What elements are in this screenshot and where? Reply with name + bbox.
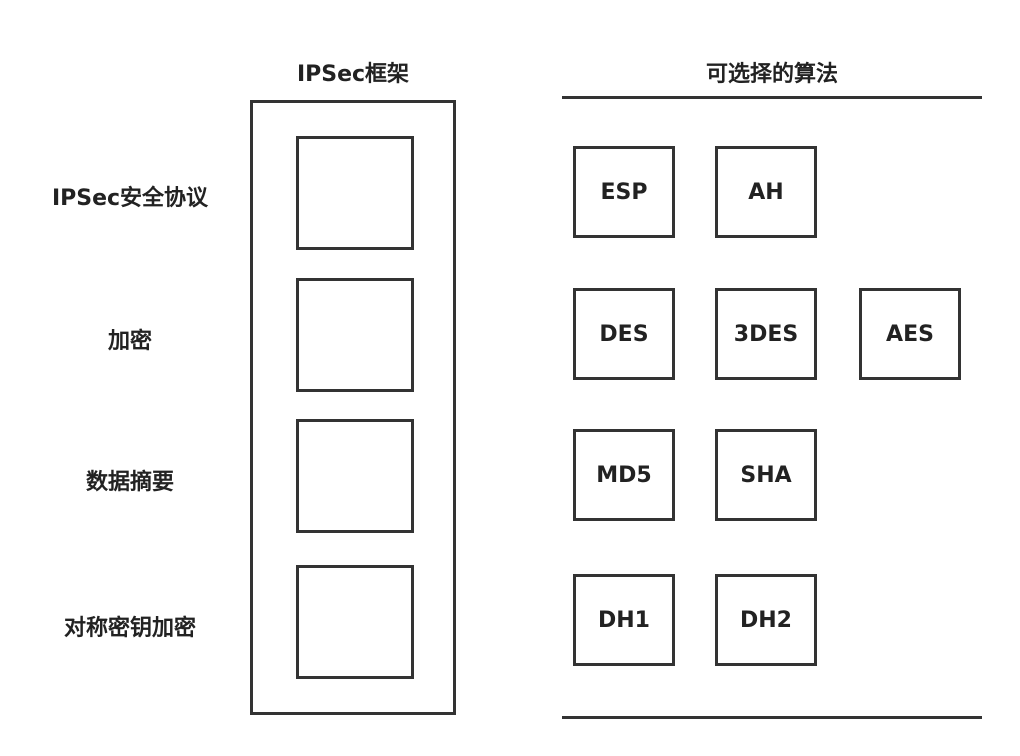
frame-slot-protocol bbox=[296, 136, 414, 250]
algo-box: MD5 bbox=[573, 429, 675, 521]
algo-label: SHA bbox=[740, 462, 792, 488]
bottom-divider bbox=[562, 716, 982, 719]
algo-label: MD5 bbox=[596, 462, 652, 488]
algo-box: ESP bbox=[573, 146, 675, 238]
algorithms-title: 可选择的算法 bbox=[705, 62, 838, 87]
frame-title: IPSec框架 bbox=[296, 62, 410, 87]
row-label-encryption: 加密 bbox=[107, 329, 152, 354]
ipsec-frame bbox=[250, 100, 456, 715]
algo-label: DH1 bbox=[598, 607, 650, 633]
frame-slot-key-exchange bbox=[296, 565, 414, 679]
algo-label: AH bbox=[748, 179, 784, 205]
algo-box: DH1 bbox=[573, 574, 675, 666]
algo-label: AES bbox=[886, 321, 934, 347]
frame-slot-encryption bbox=[296, 278, 414, 392]
algo-box: DES bbox=[573, 288, 675, 380]
algo-box: SHA bbox=[715, 429, 817, 521]
algo-label: ESP bbox=[600, 179, 648, 205]
top-divider bbox=[562, 96, 982, 99]
algo-label: DES bbox=[599, 321, 649, 347]
algo-box: DH2 bbox=[715, 574, 817, 666]
row-label-digest: 数据摘要 bbox=[85, 470, 174, 495]
algo-box: AES bbox=[859, 288, 961, 380]
algo-box: AH bbox=[715, 146, 817, 238]
frame-slot-digest bbox=[296, 419, 414, 533]
algo-label: 3DES bbox=[733, 321, 799, 347]
algo-box: 3DES bbox=[715, 288, 817, 380]
row-label-protocol: IPSec安全协议 bbox=[51, 186, 209, 211]
row-label-key-exchange: 对称密钥加密 bbox=[63, 616, 196, 641]
algo-label: DH2 bbox=[740, 607, 792, 633]
